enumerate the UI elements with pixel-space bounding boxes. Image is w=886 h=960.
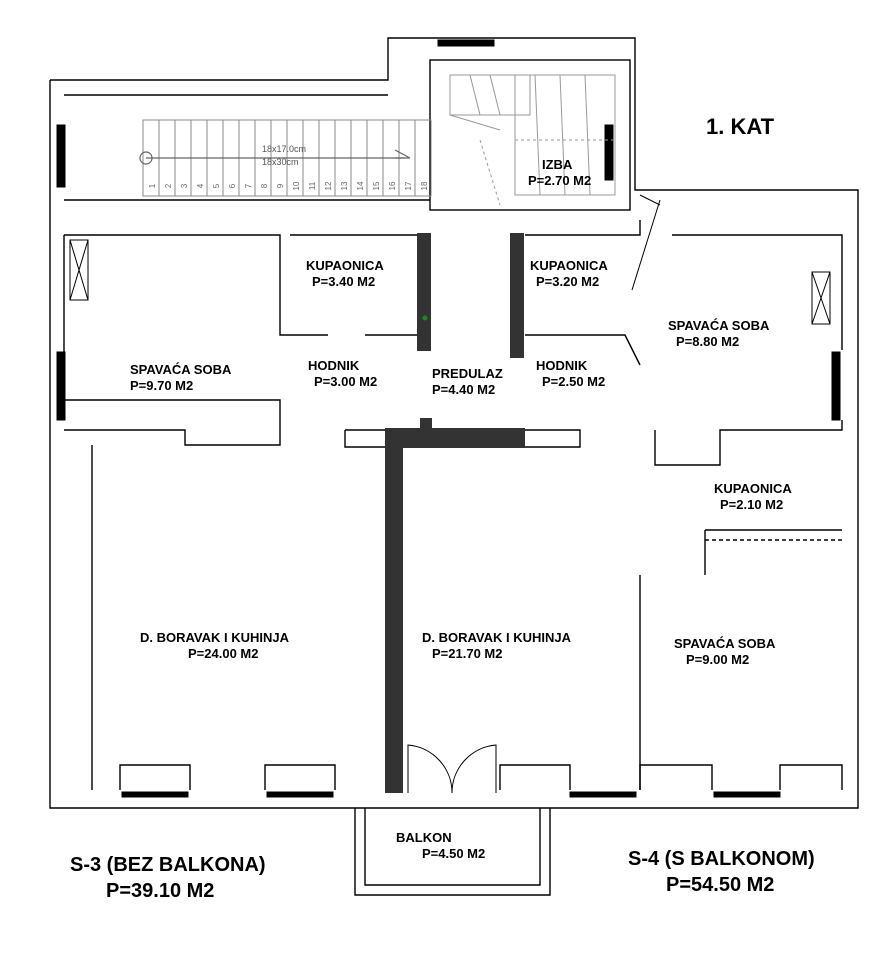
window (56, 351, 66, 421)
partition-wall (420, 418, 432, 432)
floor-title: 1. KAT (706, 114, 775, 139)
balcony-door (407, 744, 453, 794)
window (69, 239, 89, 301)
apartment-label-s4: S-4 (S BALKONOM) P=54.50 M2 (628, 848, 815, 896)
window (604, 124, 614, 181)
window-bay (639, 764, 713, 790)
room-wall (525, 220, 641, 236)
window (266, 791, 334, 798)
partition-wall (385, 428, 403, 793)
stair-step-number: 13 (340, 181, 349, 190)
stair-step-number: 14 (356, 181, 365, 190)
stair-arrow-icon (394, 149, 411, 159)
room-wall (525, 334, 641, 366)
stair-step-number: 6 (228, 183, 237, 188)
partition-wall (385, 428, 525, 448)
balcony-outline (364, 808, 541, 886)
stair-step-number: 7 (244, 183, 253, 188)
stair-step-number: 1 (148, 183, 157, 188)
stair-step-number: 4 (196, 183, 205, 188)
stair-note-2: 18x30cm (262, 157, 299, 167)
stair-step-number: 11 (308, 181, 317, 190)
room-wall (672, 234, 843, 350)
window-bay (499, 764, 571, 790)
partition-wall (417, 233, 431, 351)
window (56, 124, 66, 188)
partition-wall (510, 233, 524, 358)
balcony-door (451, 744, 497, 794)
door (639, 194, 661, 206)
window (437, 39, 495, 47)
door (631, 199, 661, 291)
balcony-outline (354, 808, 551, 896)
stair-note-1: 18x17.0cm (262, 144, 307, 154)
outer-wall (49, 37, 859, 809)
stair-enclosure (429, 59, 631, 211)
stair-step-number: 15 (372, 181, 381, 190)
window (121, 791, 189, 798)
stair-step-number: 18 (420, 181, 429, 190)
window-bay (119, 764, 191, 790)
stair-step-number: 10 (292, 181, 301, 190)
stair-step-number: 17 (404, 181, 413, 190)
window (569, 791, 637, 798)
room-wall (64, 234, 328, 336)
stair-step-number: 12 (324, 181, 333, 190)
window (713, 791, 781, 798)
stair-step-number: 3 (180, 183, 189, 188)
stair-step-number: 5 (212, 183, 221, 188)
stair-step-number: 16 (388, 181, 397, 190)
room-wall (63, 235, 281, 446)
room-wall (654, 420, 843, 466)
stair-step-number: 8 (260, 183, 269, 188)
stair-step-number: 9 (276, 183, 285, 188)
stair-step-number: 2 (164, 183, 173, 188)
window-bay (264, 764, 336, 790)
window-bay (779, 764, 843, 790)
window (811, 271, 831, 325)
apartment-label-s3: S-3 (BEZ BALKONA) P=39.10 M2 (70, 854, 266, 902)
marker-dot (422, 315, 428, 321)
window (831, 351, 841, 421)
